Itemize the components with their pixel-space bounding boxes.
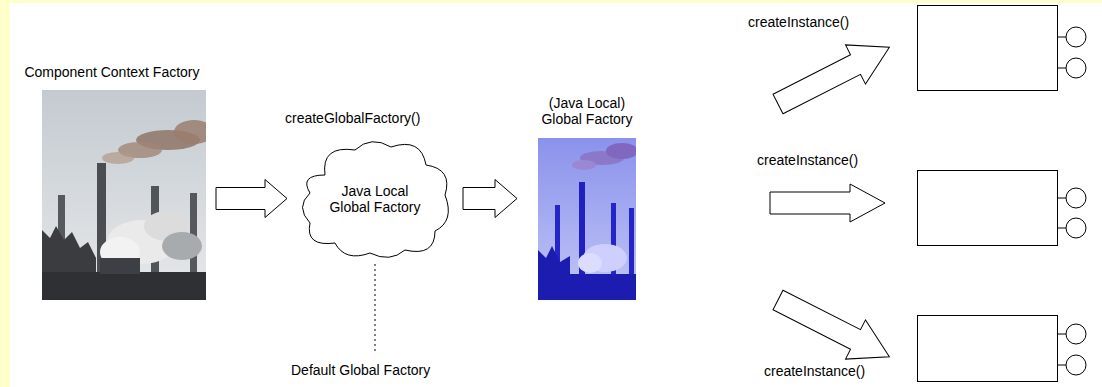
factory-photo-tinted — [538, 138, 636, 300]
factory-node: Component Context Factory — [16, 64, 208, 300]
method-label: createGlobalFactory() — [285, 110, 420, 126]
component-boxes — [918, 6, 1087, 382]
block-arrow-connector — [463, 180, 517, 218]
block-arrow-connector — [216, 180, 287, 218]
interface-line — [1057, 198, 1066, 199]
block-arrows — [768, 28, 899, 377]
block-arrow — [770, 184, 885, 222]
block-arrow — [768, 280, 899, 376]
interface-line — [1057, 228, 1066, 229]
factory-node: (Java Local) Global Factory — [525, 95, 649, 300]
method-label: createInstance() — [764, 363, 865, 379]
interface-lollipop — [1066, 27, 1086, 47]
interface-lollipop — [1066, 324, 1086, 344]
interface-line — [1057, 37, 1066, 38]
side-strip — [0, 0, 10, 387]
interface-line — [1057, 68, 1066, 69]
interface-lollipop — [1066, 355, 1086, 375]
cloud-text: Java Local Global Factory — [320, 183, 430, 215]
component-box — [918, 316, 1058, 382]
factory-photo — [42, 90, 206, 300]
interface-lollipop — [1066, 188, 1086, 208]
component-box — [918, 171, 1058, 246]
leader-line — [375, 264, 376, 354]
cloud-shape — [303, 142, 449, 258]
cloud-node: Java Local Global Factory — [295, 135, 455, 262]
interface-line — [1057, 334, 1066, 335]
node-heading: (Java Local) Global Factory — [527, 95, 647, 127]
component-box — [918, 6, 1058, 91]
interface-line — [1057, 365, 1066, 366]
note-label: Default Global Factory — [291, 362, 430, 378]
block-arrow — [768, 28, 899, 124]
method-label: createInstance() — [748, 14, 849, 30]
method-label: createInstance() — [757, 152, 858, 168]
interface-lollipop — [1066, 58, 1086, 78]
top-strip — [0, 0, 1102, 3]
node-heading: Component Context Factory — [16, 64, 208, 80]
interface-lollipop — [1066, 218, 1086, 238]
